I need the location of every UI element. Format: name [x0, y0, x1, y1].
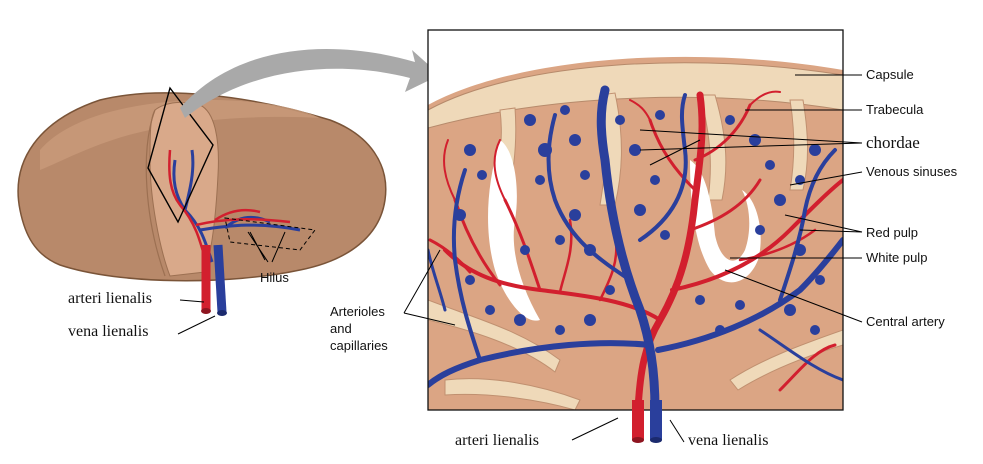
detail-artery-end: [632, 437, 644, 443]
spleen-overview: [18, 88, 386, 316]
overview-vein-end: [217, 310, 227, 316]
label-arterioles-capillaries: Arterioles and capillaries: [330, 303, 388, 354]
label-central-artery: Central artery: [866, 314, 945, 329]
label-hilus: Hilus: [260, 270, 289, 285]
label-capsule: Capsule: [866, 67, 914, 82]
overview-vein-stem: [218, 245, 222, 312]
label-overview-vein: vena lienalis: [68, 323, 148, 341]
label-chordae: chordae: [866, 133, 920, 153]
label-white-pulp: White pulp: [866, 250, 927, 265]
detail-panel: [428, 30, 843, 410]
label-trabecula: Trabecula: [866, 102, 923, 117]
label-detail-vein: vena lienalis: [688, 432, 768, 450]
detail-vein-end: [650, 437, 662, 443]
label-red-pulp: Red pulp: [866, 225, 918, 240]
overview-artery-end: [201, 308, 211, 314]
label-detail-artery: arteri lienalis: [455, 432, 539, 450]
label-venous-sinuses: Venous sinuses: [866, 164, 957, 179]
label-overview-artery: arteri lienalis: [68, 290, 152, 308]
